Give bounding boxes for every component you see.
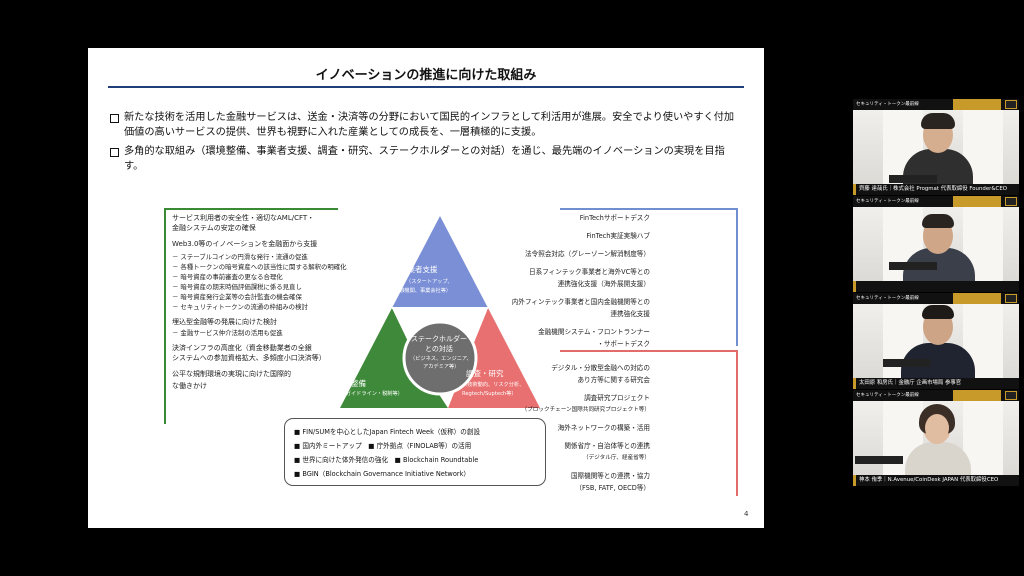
left-list-item: － 暗号資産の期末時価評価課税に係る見直し	[172, 283, 302, 291]
triangle-right-sub1: （技術動向、リスク分析、	[462, 382, 525, 388]
event-item-4: ■ BGIN（Blockchain Governance Initiative …	[294, 470, 470, 478]
left-list-item: Web3.0等のイノベーションを金融面から支援	[172, 240, 318, 248]
triangle-top-segment	[392, 216, 488, 308]
left-list-item: システムへの参加資格拡大、多頻度小口決済等）	[172, 354, 326, 362]
research-list-item: 国際機関等との連携・協力	[570, 472, 650, 480]
research-list-item: 関係省庁・自治体等との連携	[564, 442, 650, 450]
logo-icon	[1005, 197, 1017, 206]
participant-caption: 太田原 和房氏｜金融庁 企画市場局 参事官	[853, 378, 1019, 389]
triangle-diagram	[340, 216, 540, 408]
slide-title: イノベーションの推進に向けた取組み	[315, 68, 537, 83]
support-list-item: ・サポートデスク	[597, 340, 650, 348]
left-list-item: 埋込型金融等の発展に向けた検討	[172, 318, 277, 326]
triangle-top-sub1: （スタートアップ、	[406, 279, 453, 285]
research-list-item: デジタル・分散型金融への対応の	[551, 364, 650, 372]
left-list-item: な働きかけ	[172, 382, 207, 390]
event-item-1: ■ FIN/SUMを中心としたJapan Fintech Week（仮称）の創設	[294, 428, 481, 436]
triangle-right-segment	[448, 308, 540, 408]
triangle-left-sub: （法令・ガイドライン・税制等）	[325, 391, 403, 397]
support-list-item: FinTech実証実験ハブ	[586, 232, 650, 240]
participant-body	[903, 149, 973, 189]
video-tile-4[interactable]: セキュリティ・トークン最前線 神本 侑季｜N.Avenue/CoinDesk J…	[853, 390, 1019, 486]
page-number: 4	[744, 510, 749, 518]
right-frame-support	[560, 208, 738, 346]
research-list-item: （ブロックチェーン国際共同研究プロジェクト等）	[521, 407, 650, 413]
support-list-item: 日系フィンテック事業者と海外VC等との	[528, 268, 650, 276]
triangle-right-label: 調査・研究	[466, 369, 504, 378]
center-label-1: ステークホルダー	[411, 335, 467, 343]
support-list-item: FinTechサポートデスク	[579, 214, 650, 222]
research-list-item: （デジタル庁、経産省等）	[582, 455, 650, 461]
tile-banner: セキュリティ・トークン最前線	[853, 196, 1019, 207]
events-box	[284, 418, 546, 486]
triangle-top-sub2: 金融機関、事業会社等）	[394, 288, 452, 294]
center-sub-2: アカデミア等）	[423, 364, 460, 370]
research-list-item: 海外ネットワークの構築・活用	[557, 424, 650, 432]
center-label-2: との対話	[425, 345, 453, 353]
support-list-item: 内外フィンテック事業者と国内金融機関等との	[511, 298, 650, 306]
tile-banner: セキュリティ・トークン最前線	[853, 390, 1019, 401]
video-tile-1[interactable]: セキュリティ・トークン最前線 齊藤 達哉氏｜株式会社 Progmat 代表取締役…	[853, 99, 1019, 195]
logo-icon	[1005, 294, 1017, 303]
research-list-item: 調査研究プロジェクト	[584, 394, 650, 402]
tile-banner: セキュリティ・トークン最前線	[853, 293, 1019, 304]
participant-caption	[853, 281, 1019, 292]
left-list-item: － 暗号資産発行企業等の会計監査の機会確保	[172, 293, 302, 301]
video-tile-3[interactable]: セキュリティ・トークン最前線 太田原 和房氏｜金融庁 企画市場局 参事官	[853, 293, 1019, 389]
tile-banner: セキュリティ・トークン最前線	[853, 99, 1019, 110]
presentation-slide: イノベーションの推進に向けた取組み 新たな技術を活用した金融サービスは、送金・決…	[88, 48, 764, 528]
research-list-item: （FSB, FATF, OECD等）	[575, 484, 650, 492]
support-list-item: 金融機関システム・フロントランナー	[538, 328, 650, 336]
left-list-item: サービス利用者の安全性・適切なAML/CFT・	[172, 214, 315, 222]
left-frame	[164, 208, 338, 424]
logo-icon	[1005, 391, 1017, 400]
left-list-item: 決済インフラの高度化（資金移動業者の全銀	[172, 344, 312, 352]
center-circle	[402, 320, 478, 396]
left-list-item: － 暗号資産の事前審査の更なる合理化	[172, 273, 283, 281]
left-list-item: － 金融サービス仲介法制の活用も促進	[172, 329, 283, 337]
participant-caption: 齊藤 達哉氏｜株式会社 Progmat 代表取締役 Founder&CEO	[853, 184, 1019, 195]
bullet-1: 新たな技術を活用した金融サービスは、送金・決済等の分野において国民的インフラとし…	[110, 110, 744, 140]
support-list-item: 法令照会対応（グレーゾーン解消制度等）	[525, 250, 650, 258]
left-list-item: 金融システムの安定の確保	[172, 224, 256, 232]
triangle-top-label: 事業者支援	[400, 265, 438, 274]
center-sub-1: （ビジネス、エンジニア、	[410, 356, 472, 362]
support-list-item: 連携強化支援（海外展開支援）	[557, 280, 650, 288]
bullet-2: 多角的な取組み（環境整備、事業者支援、調査・研究、ステークホルダーとの対話）を通…	[110, 144, 744, 174]
left-list-item: － 各種トークンの暗号資産への該当性に関する解釈の明確化	[172, 263, 347, 271]
logo-icon	[1005, 100, 1017, 109]
research-list-item: あり方等に関する研究会	[577, 376, 650, 384]
video-tile-2[interactable]: セキュリティ・トークン最前線	[853, 196, 1019, 292]
event-item-2: ■ 国内外ミートアップ ■ 庁外拠点（FINOLAB等）の活用	[294, 442, 472, 450]
participant-caption: 神本 侑季｜N.Avenue/CoinDesk JAPAN 代表取締役CEO	[853, 475, 1019, 486]
left-list-item: － セキュリティトークンの流通の枠組みの検討	[172, 303, 308, 311]
left-list-item: － ステーブルコインの円滑な発行・流通の促進	[172, 253, 308, 261]
triangle-right-sub2: Regtech/Suptech等）	[462, 391, 517, 397]
title-rule	[108, 86, 744, 88]
event-item-3: ■ 世界に向けた体外発信の強化 ■ Blockchain Roundtable	[294, 456, 479, 464]
right-frame-research	[560, 350, 738, 496]
support-list-item: 連携強化支援	[610, 310, 650, 318]
left-list-item: 公平な規制環境の実現に向けた国際的	[172, 370, 291, 378]
triangle-left-label: 環境整備	[336, 379, 366, 388]
